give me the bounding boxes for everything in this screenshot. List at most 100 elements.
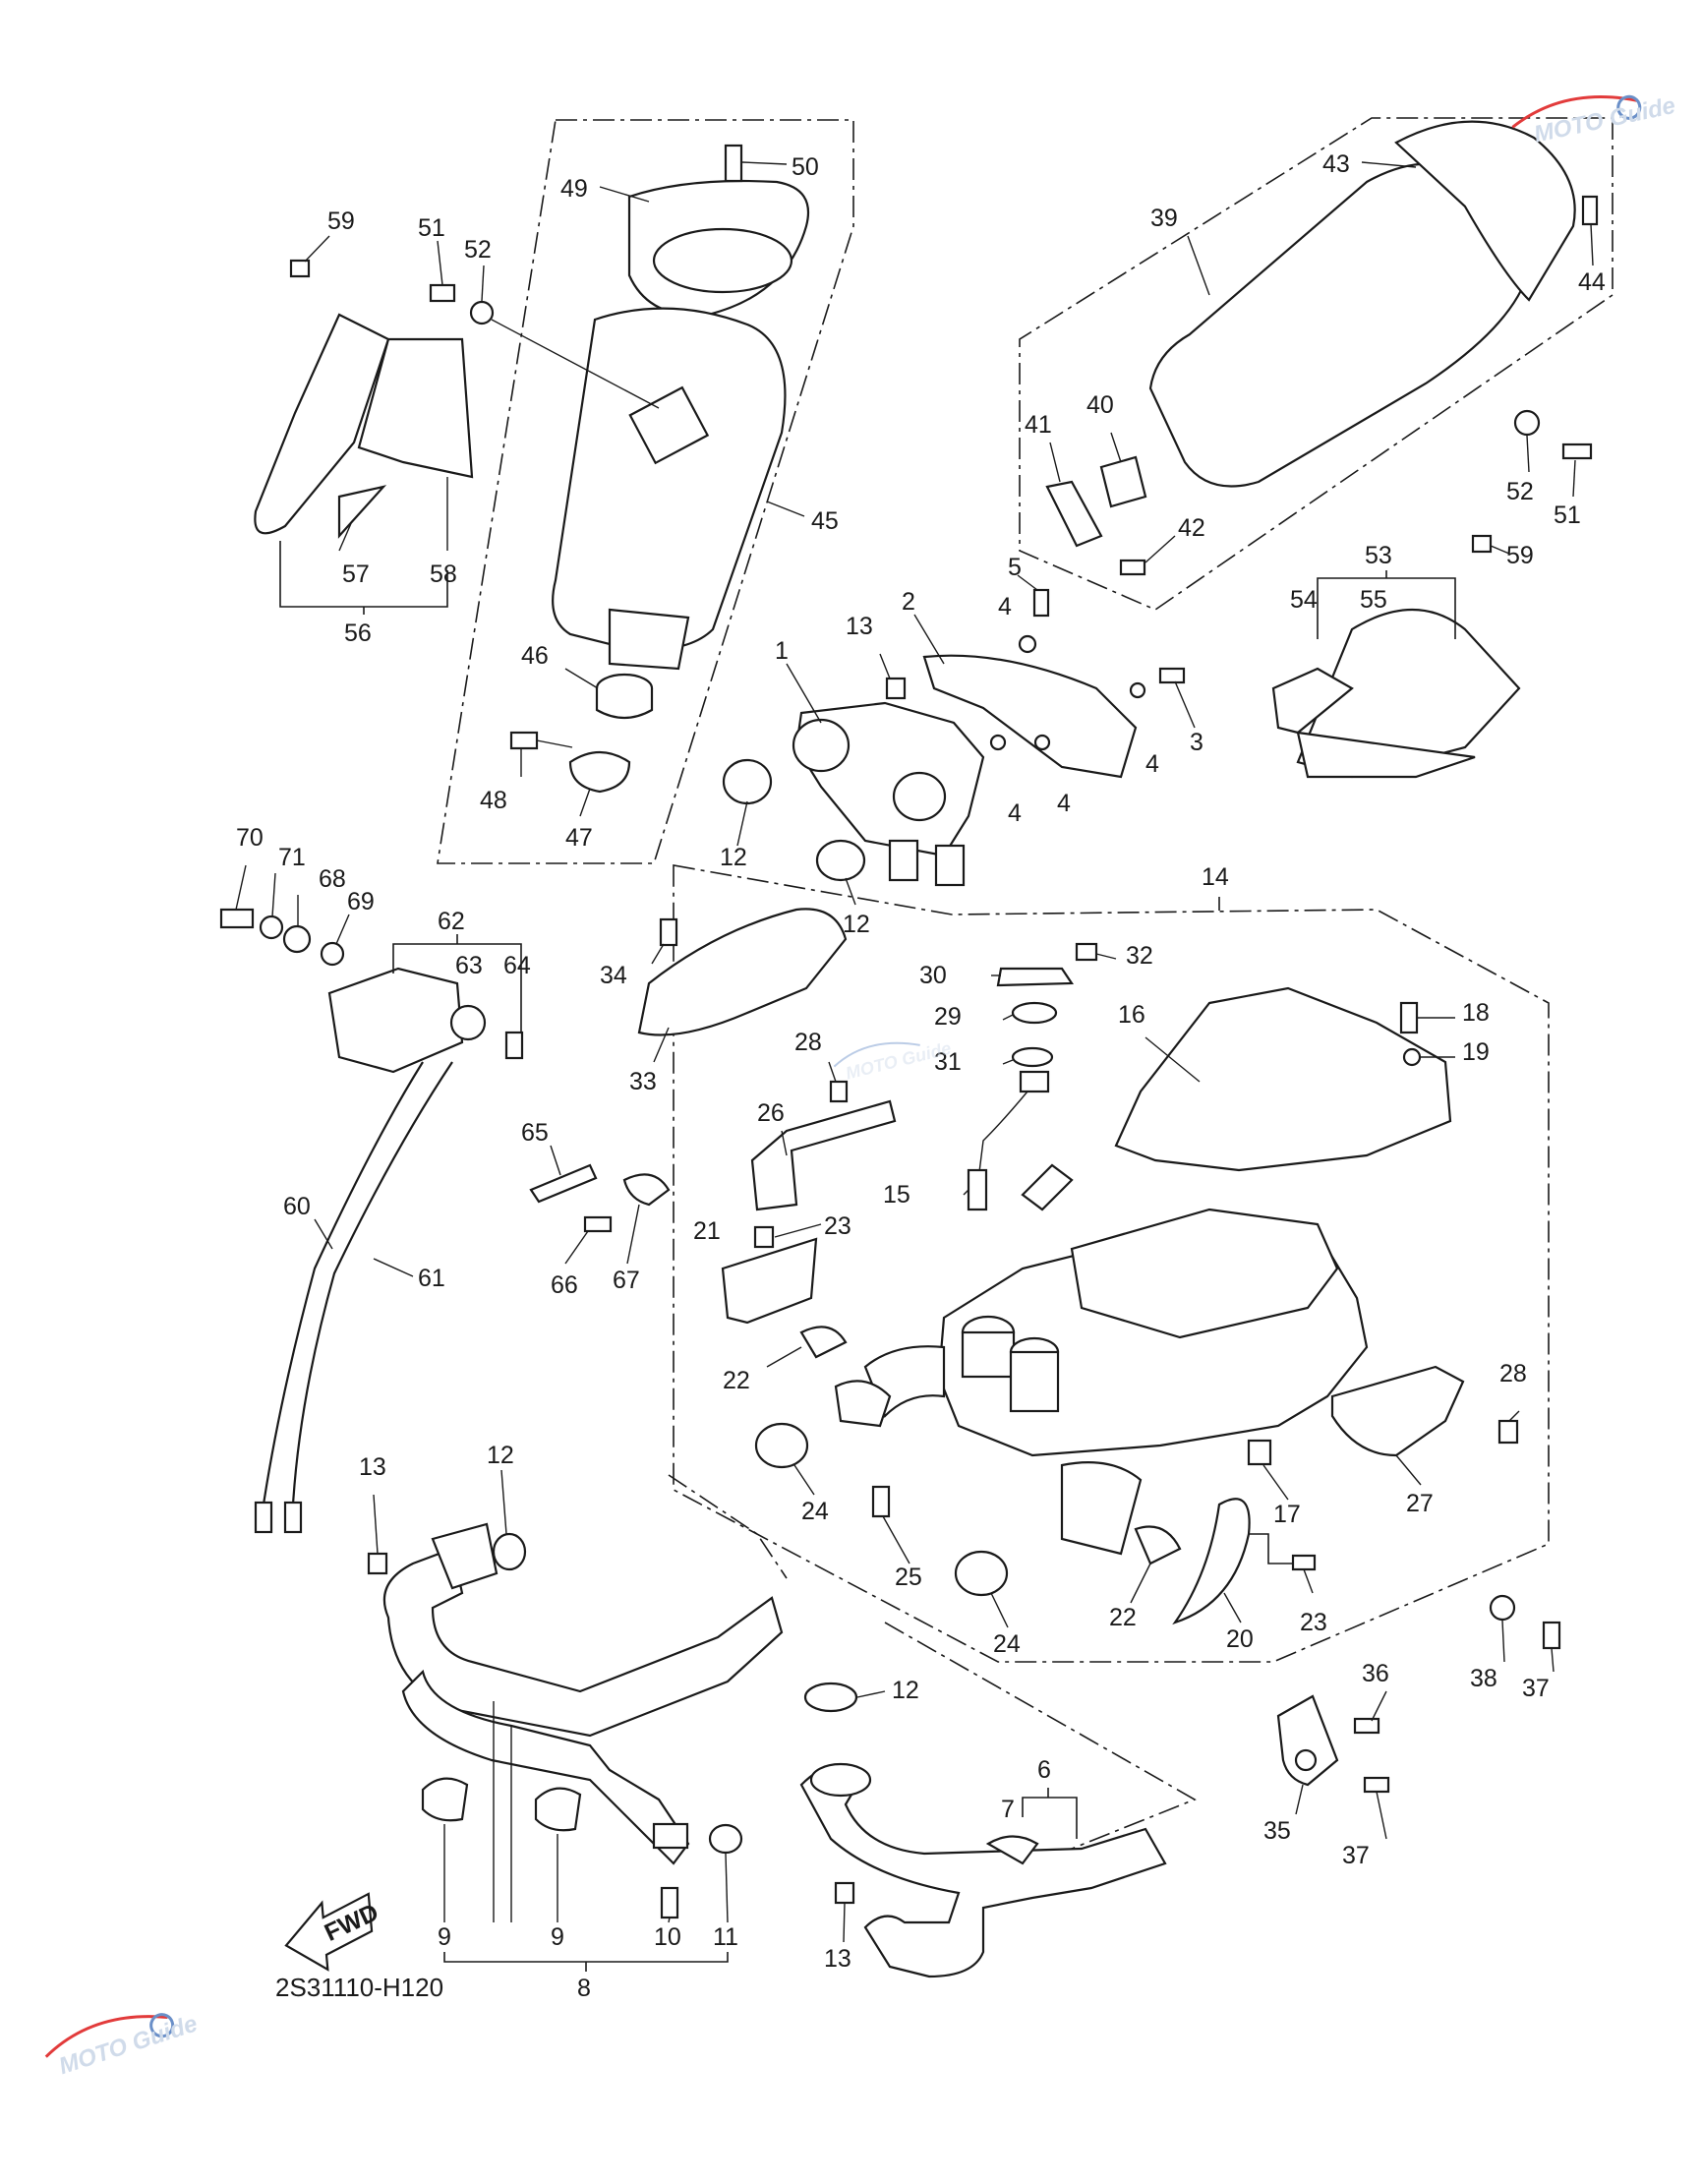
leader-12b <box>845 877 856 906</box>
muffler-band-41 <box>1045 480 1103 548</box>
leader-61 <box>373 1258 414 1277</box>
pipe-6-inlet <box>809 1762 872 1798</box>
label-60: 60 <box>283 1193 311 1220</box>
label-51a: 51 <box>418 214 445 242</box>
leader-25 <box>882 1515 910 1564</box>
leader-59a <box>304 235 330 263</box>
watermark-logo-bottom: MOTO Guide <box>44 2010 201 2080</box>
label-37b: 37 <box>1522 1675 1550 1702</box>
leader-38 <box>1501 1620 1505 1663</box>
heat-shield-cover-58 <box>357 337 474 479</box>
label-66: 66 <box>551 1271 578 1299</box>
leader-12d <box>856 1690 886 1698</box>
muffler-label-plate <box>628 385 710 465</box>
label-70: 70 <box>236 824 264 852</box>
label-58: 58 <box>430 561 457 588</box>
washer-4-b <box>989 734 1007 751</box>
bolt-3 <box>1158 667 1186 684</box>
label-61: 61 <box>418 1265 445 1292</box>
bolt-66 <box>583 1215 613 1233</box>
pipe-joint-1-port-left <box>792 718 851 773</box>
leader-45 <box>766 501 805 517</box>
clamp-9-right <box>534 1787 582 1832</box>
label-33: 33 <box>629 1068 657 1095</box>
heat-cover-21 <box>721 1237 818 1325</box>
heat-shield-54 <box>1271 667 1354 735</box>
leader-10 <box>668 1917 671 1923</box>
label-39: 39 <box>1150 205 1178 232</box>
fwd-arrow-icon <box>284 1892 374 1972</box>
bolt-42 <box>1119 559 1146 576</box>
cover-2 <box>922 654 1138 779</box>
label-12b: 12 <box>843 911 870 938</box>
leader-57 <box>338 520 353 552</box>
label-27: 27 <box>1406 1490 1434 1517</box>
leader-40 <box>1110 432 1122 463</box>
leader-43 <box>1361 161 1417 168</box>
bolt-44 <box>1581 195 1599 226</box>
label-5: 5 <box>1008 554 1022 581</box>
watermark-text-top: MOTO Guide <box>1532 92 1678 148</box>
sensor-15-connector <box>1019 1070 1050 1093</box>
heat-shield-assembly-56 <box>254 259 474 539</box>
watermark-logo-top: MOTO Guide <box>1511 92 1678 148</box>
label-15: 15 <box>883 1181 910 1209</box>
watermark-gear-icon-2 <box>149 2013 175 2038</box>
leader-46 <box>564 668 599 689</box>
leader-39 <box>1187 235 1210 296</box>
heat-cover-20 <box>1172 1498 1251 1625</box>
chamber-pipe-lower <box>1060 1461 1143 1556</box>
label-44: 44 <box>1578 268 1606 296</box>
pulley-63 <box>449 1004 487 1041</box>
label-13c: 13 <box>824 1945 851 1973</box>
label-7: 7 <box>1001 1796 1015 1823</box>
washer-4-a <box>1018 634 1037 654</box>
leader-37a <box>1376 1791 1387 1840</box>
washer-52-leader <box>491 319 660 409</box>
leader-12c <box>500 1469 507 1535</box>
sensor-15-lead <box>977 1091 1028 1181</box>
gasket-12-upper-a <box>722 758 773 805</box>
muffler-outlet-pipe <box>608 608 690 671</box>
label-50: 50 <box>792 153 819 181</box>
label-34: 34 <box>600 962 627 989</box>
pipe-joint-1-stub-b <box>934 844 966 887</box>
muffler-39-outline <box>1019 117 1614 611</box>
forward-arrow: FWD <box>284 1892 382 1972</box>
sensor-assembly <box>750 942 1098 1211</box>
gasket-12-upper-b <box>815 839 866 882</box>
muffler-assembly-45 <box>429 144 810 794</box>
bolt-5 <box>1032 588 1050 618</box>
clamp-30 <box>996 967 1075 987</box>
pipe-8-outline <box>668 1474 788 1579</box>
leader-13c <box>843 1902 846 1943</box>
clamp-7 <box>985 1835 1039 1865</box>
heat-cover-27 <box>1330 1365 1465 1457</box>
leader-42 <box>1144 535 1176 563</box>
chamber-upper-frame <box>1070 1208 1339 1339</box>
leader-35 <box>1295 1784 1304 1815</box>
cable-61 <box>291 1061 453 1505</box>
leader-51a <box>437 240 443 286</box>
label-28a: 28 <box>794 1029 822 1056</box>
label-51b: 51 <box>1554 502 1581 529</box>
clamp-10 <box>652 1822 689 1850</box>
bracket-35 <box>1276 1694 1339 1787</box>
label-59a: 59 <box>327 207 355 235</box>
label-6: 6 <box>1037 1756 1051 1784</box>
leader-13a <box>879 653 891 679</box>
label-1: 1 <box>775 637 789 665</box>
brace-6 <box>1022 1797 1078 1839</box>
label-35: 35 <box>1263 1817 1291 1845</box>
leader-52b <box>1526 435 1530 473</box>
bolt-10 <box>660 1886 679 1919</box>
chamber-14-outline <box>673 864 1550 1663</box>
label-54: 54 <box>1290 586 1318 614</box>
label-52b: 52 <box>1506 478 1534 505</box>
leader-15 <box>963 1189 969 1196</box>
label-23b: 23 <box>1300 1609 1327 1636</box>
bolt-34 <box>659 917 678 947</box>
nut-13-left <box>367 1552 388 1575</box>
label-22b: 22 <box>1109 1604 1137 1631</box>
leader-31 <box>1002 1059 1014 1065</box>
